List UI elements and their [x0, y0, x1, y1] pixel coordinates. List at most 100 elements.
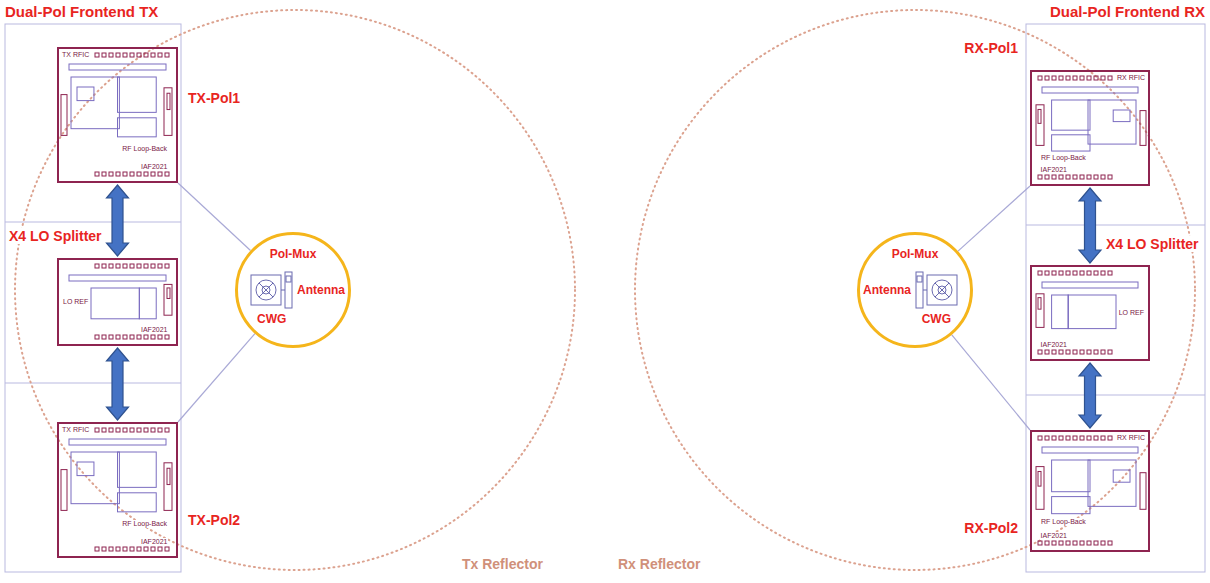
board-block: [118, 493, 157, 512]
board-block: [1038, 109, 1041, 123]
antenna-block: [285, 272, 292, 308]
board-block: [109, 172, 113, 176]
board-block: [144, 172, 148, 176]
board-block: [102, 172, 106, 176]
board-block: [158, 547, 162, 551]
cwg-port: [256, 280, 276, 300]
pin-label: RX RFIC: [1116, 74, 1146, 82]
board-block: [158, 264, 162, 268]
highlight-circle: [859, 234, 972, 347]
board-block: [109, 264, 113, 268]
board-block: [1066, 76, 1070, 80]
board-block: [130, 428, 134, 432]
pol-mux-text: Pol-Mux: [270, 247, 317, 261]
frontend-heading: Dual-Pol Frontend TX: [5, 3, 158, 21]
board-block: [137, 428, 141, 432]
board-block: [151, 335, 155, 339]
board-block: [102, 335, 106, 339]
pin-label: LO REF: [62, 298, 89, 306]
board-block: [1108, 76, 1112, 80]
board-block: [151, 53, 155, 57]
panel-divider: [5, 222, 181, 223]
board-block: [102, 53, 106, 57]
board-block: [144, 53, 148, 57]
pin-label: RF Loop-Back: [121, 145, 168, 153]
board-block: [158, 172, 162, 176]
pin-label: IAF2021: [140, 326, 168, 334]
board-block: [123, 53, 127, 57]
reflector-outline: [635, 10, 1195, 570]
pin-label: TX RFIC: [61, 426, 90, 434]
board-block: [1059, 541, 1063, 545]
board-block: [1080, 436, 1084, 440]
cross-line: [259, 283, 273, 297]
board-block: [1108, 541, 1112, 545]
board-block: [69, 64, 166, 70]
board-block: [1073, 350, 1077, 354]
board-block: [1045, 271, 1049, 275]
board-block: [123, 428, 127, 432]
board-block: [137, 335, 141, 339]
board-block: [1087, 271, 1091, 275]
board-block: [1059, 175, 1063, 179]
board-parts: [1036, 436, 1146, 545]
board-parts: [61, 428, 172, 551]
board-label: RX-Pol1: [962, 40, 1020, 56]
board-block: [137, 547, 141, 551]
board-block: [61, 95, 67, 136]
board-outline: [58, 423, 177, 557]
board-block: [116, 264, 120, 268]
reflector-label: Tx Reflector: [462, 556, 543, 572]
board-block: [1038, 76, 1042, 80]
board-block: [165, 547, 169, 551]
board-block: [1038, 175, 1042, 179]
board-block: [118, 118, 157, 137]
board-block: [116, 547, 120, 551]
board-block: [1059, 436, 1063, 440]
rf-board: X4 LO SplitterLO REFIAF2021: [57, 258, 178, 346]
feed-line: [923, 290, 927, 291]
rf-board: TX-Pol1TX RFICIAF2021RF Loop-Back: [57, 47, 178, 183]
board-block: [164, 284, 172, 315]
panel-divider: [1026, 395, 1205, 396]
pin-label: IAF2021: [140, 163, 168, 171]
board-block: [151, 264, 155, 268]
board-block: [1140, 473, 1146, 510]
pol-mux-text: Pol-Mux: [892, 247, 939, 261]
board-block: [116, 53, 120, 57]
board-block: [1038, 541, 1042, 545]
pin-label: LO REF: [1118, 309, 1145, 317]
board-block: [1038, 298, 1041, 310]
board-block: [1087, 436, 1091, 440]
board-block: [1052, 350, 1056, 354]
board-block: [71, 452, 119, 504]
board-block: [137, 53, 141, 57]
board-block: [69, 275, 166, 281]
board-block: [1073, 436, 1077, 440]
board-block: [1052, 175, 1056, 179]
board-block: [1087, 76, 1091, 80]
board-block: [130, 335, 134, 339]
board-block: [95, 172, 99, 176]
board-block: [151, 547, 155, 551]
board-block: [1087, 541, 1091, 545]
reflector-label: Rx Reflector: [618, 556, 700, 572]
board-block: [1052, 271, 1056, 275]
board-block: [1036, 467, 1044, 510]
rf-board: RX-Pol2RX RFICIAF2021RF Loop-Back: [1030, 430, 1150, 552]
pol-mux-body: [251, 275, 281, 305]
board-block: [1038, 436, 1042, 440]
board-block: [116, 335, 120, 339]
board-block: [1113, 470, 1130, 482]
board-block: [116, 172, 120, 176]
board-block: [1087, 350, 1091, 354]
board-block: [1094, 541, 1098, 545]
board-parts: [61, 53, 172, 176]
board-block: [1038, 471, 1041, 486]
board-block: [91, 288, 139, 319]
board-block: [1038, 350, 1042, 354]
board-block: [77, 462, 94, 476]
frontend-panel: [1026, 24, 1205, 572]
